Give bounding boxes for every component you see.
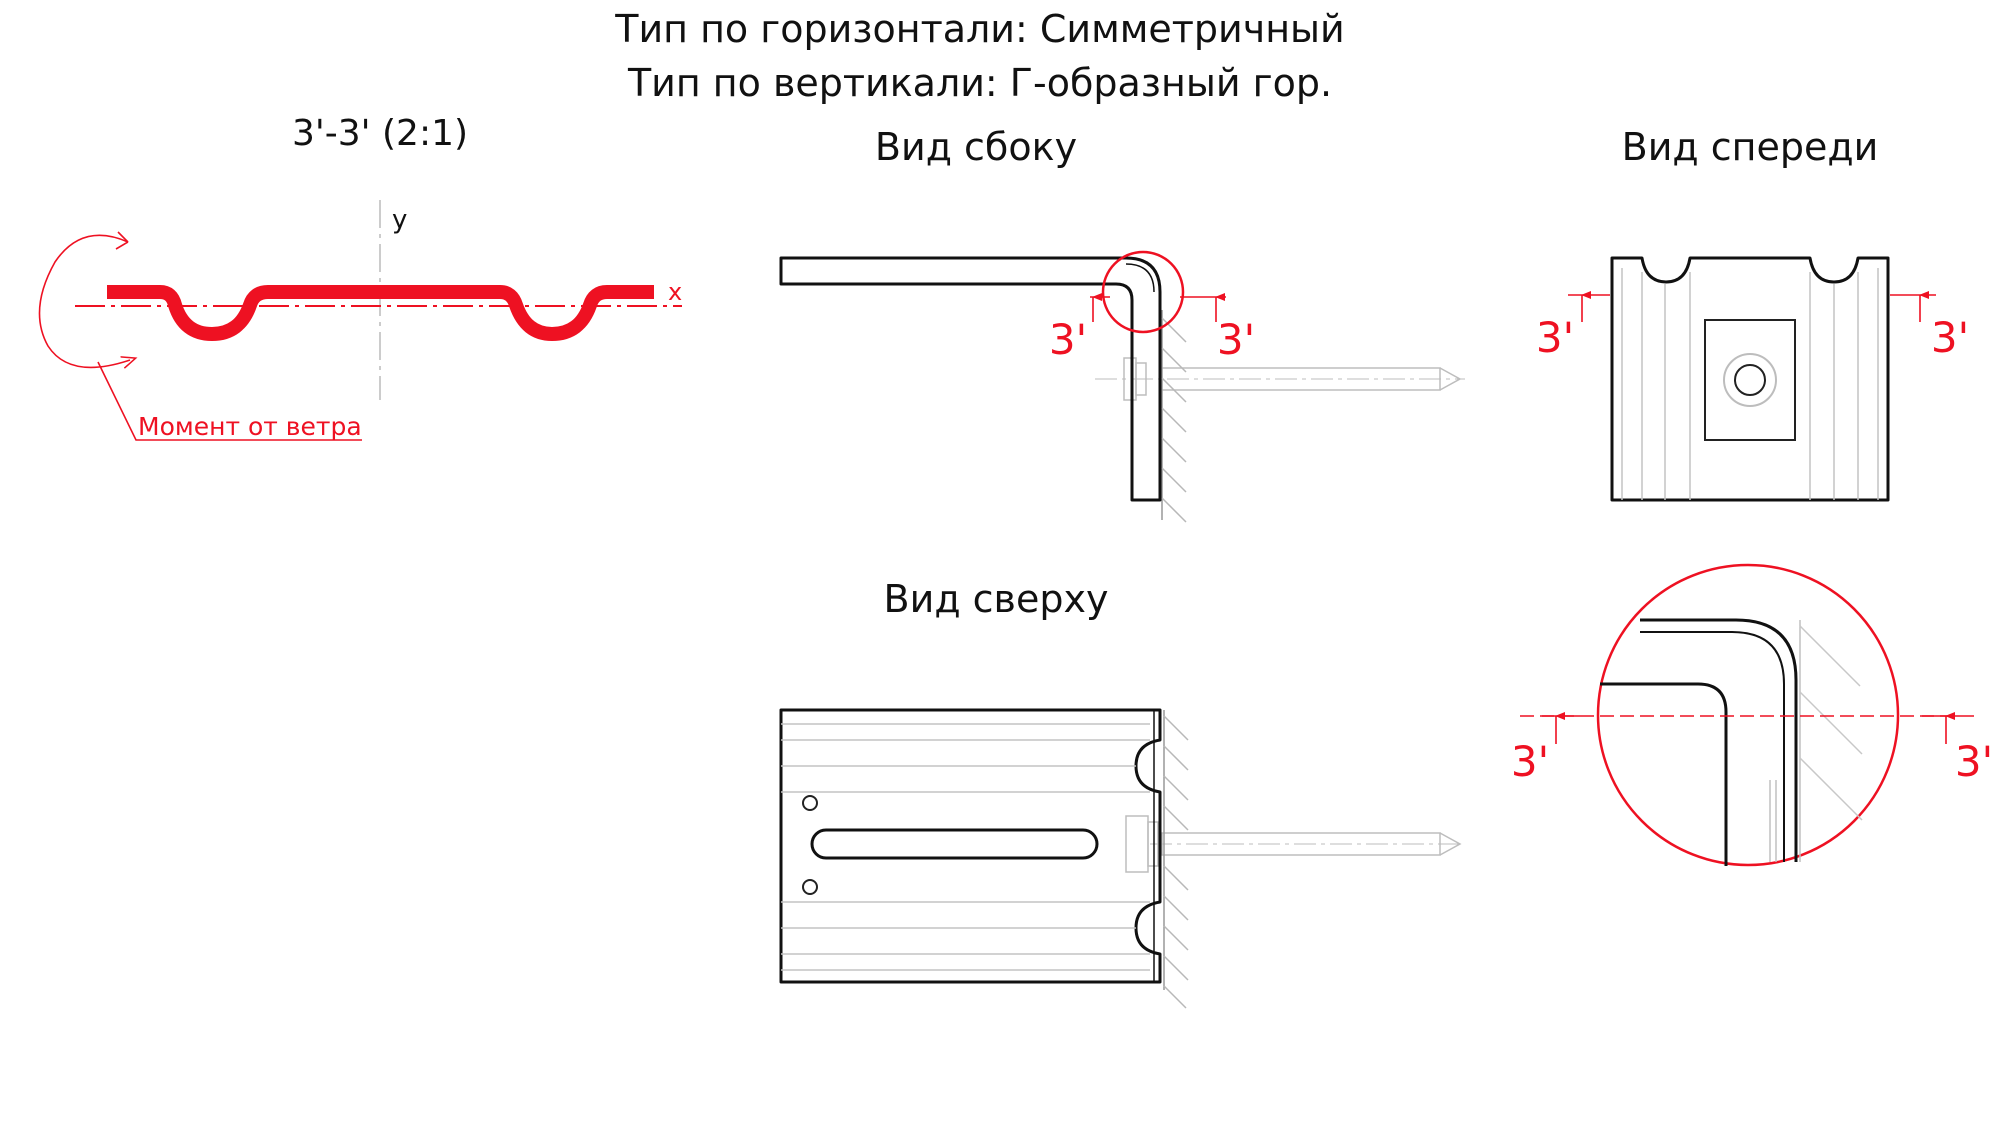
top-view-title: Вид сверху xyxy=(884,577,1109,621)
detail-view: 3' 3' xyxy=(1511,563,1993,867)
side-cut-left-label: 3' xyxy=(1049,315,1087,364)
side-bracket xyxy=(779,256,1162,502)
side-cut-left: 3' xyxy=(1049,293,1110,364)
top-view: Вид сверху xyxy=(779,577,1465,1009)
detail-bend-mid xyxy=(1640,631,1785,862)
front-washer xyxy=(1723,353,1777,407)
moment-arc-top xyxy=(115,231,129,250)
front-outline xyxy=(1610,256,1890,502)
side-bracket-inner xyxy=(1125,263,1155,293)
side-view: Вид сбоку 3' xyxy=(779,125,1465,523)
top-slot xyxy=(810,828,1099,860)
front-plate xyxy=(1704,319,1796,441)
x-axis-label: x xyxy=(668,278,682,306)
y-axis-label: y xyxy=(392,205,407,235)
section-profile xyxy=(107,285,654,341)
detail-bend-inner xyxy=(1600,682,1728,866)
section-label: 3'-3' (2:1) xyxy=(292,113,468,154)
top-bolt-nut xyxy=(1125,815,1149,873)
side-wall-hatch xyxy=(1161,317,1187,523)
top-hole-lower xyxy=(802,879,818,895)
side-cut-right-label: 3' xyxy=(1217,315,1255,364)
detail-cut-right-label: 3' xyxy=(1955,737,1993,786)
detail-cut-right: 3' xyxy=(1922,712,1993,786)
moment-leader xyxy=(97,361,362,441)
detail-wall-hatch xyxy=(1799,625,1863,821)
front-cut-left-label: 3' xyxy=(1536,313,1574,362)
detail-cut-left-label: 3' xyxy=(1511,737,1549,786)
front-view-title: Вид спереди xyxy=(1622,125,1879,169)
top-wall-hatch xyxy=(1163,715,1189,1009)
front-view: Вид спереди 3' 3' xyxy=(1536,125,1969,502)
front-cut-right: 3' xyxy=(1890,291,1969,362)
front-cut-right-label: 3' xyxy=(1931,313,1969,362)
side-view-title: Вид сбоку xyxy=(875,125,1077,169)
detail-circle xyxy=(1596,563,1900,867)
top-plate xyxy=(779,708,1162,984)
side-cut-right: 3' xyxy=(1180,293,1255,364)
detail-cut-left: 3' xyxy=(1511,712,1580,786)
top-grooves xyxy=(781,723,1150,971)
title-line-2: Тип по вертикали: Г-образный гор. xyxy=(627,61,1332,105)
title-line-1: Тип по горизонтали: Симметричный xyxy=(614,7,1345,51)
side-bolt-washer xyxy=(1135,362,1147,396)
top-bolt-washer xyxy=(1147,821,1159,867)
front-grooves xyxy=(1621,268,1879,500)
top-hole-upper xyxy=(802,795,818,811)
moment-arc xyxy=(38,234,130,367)
side-detail-circle xyxy=(1101,250,1185,334)
section-view: 3'-3' (2:1) y x Момент от ветра xyxy=(38,113,682,441)
front-bolt-hole xyxy=(1734,364,1766,396)
detail-bend-outer xyxy=(1640,618,1798,862)
front-cut-left: 3' xyxy=(1536,291,1610,362)
moment-label: Момент от ветра xyxy=(138,412,362,441)
